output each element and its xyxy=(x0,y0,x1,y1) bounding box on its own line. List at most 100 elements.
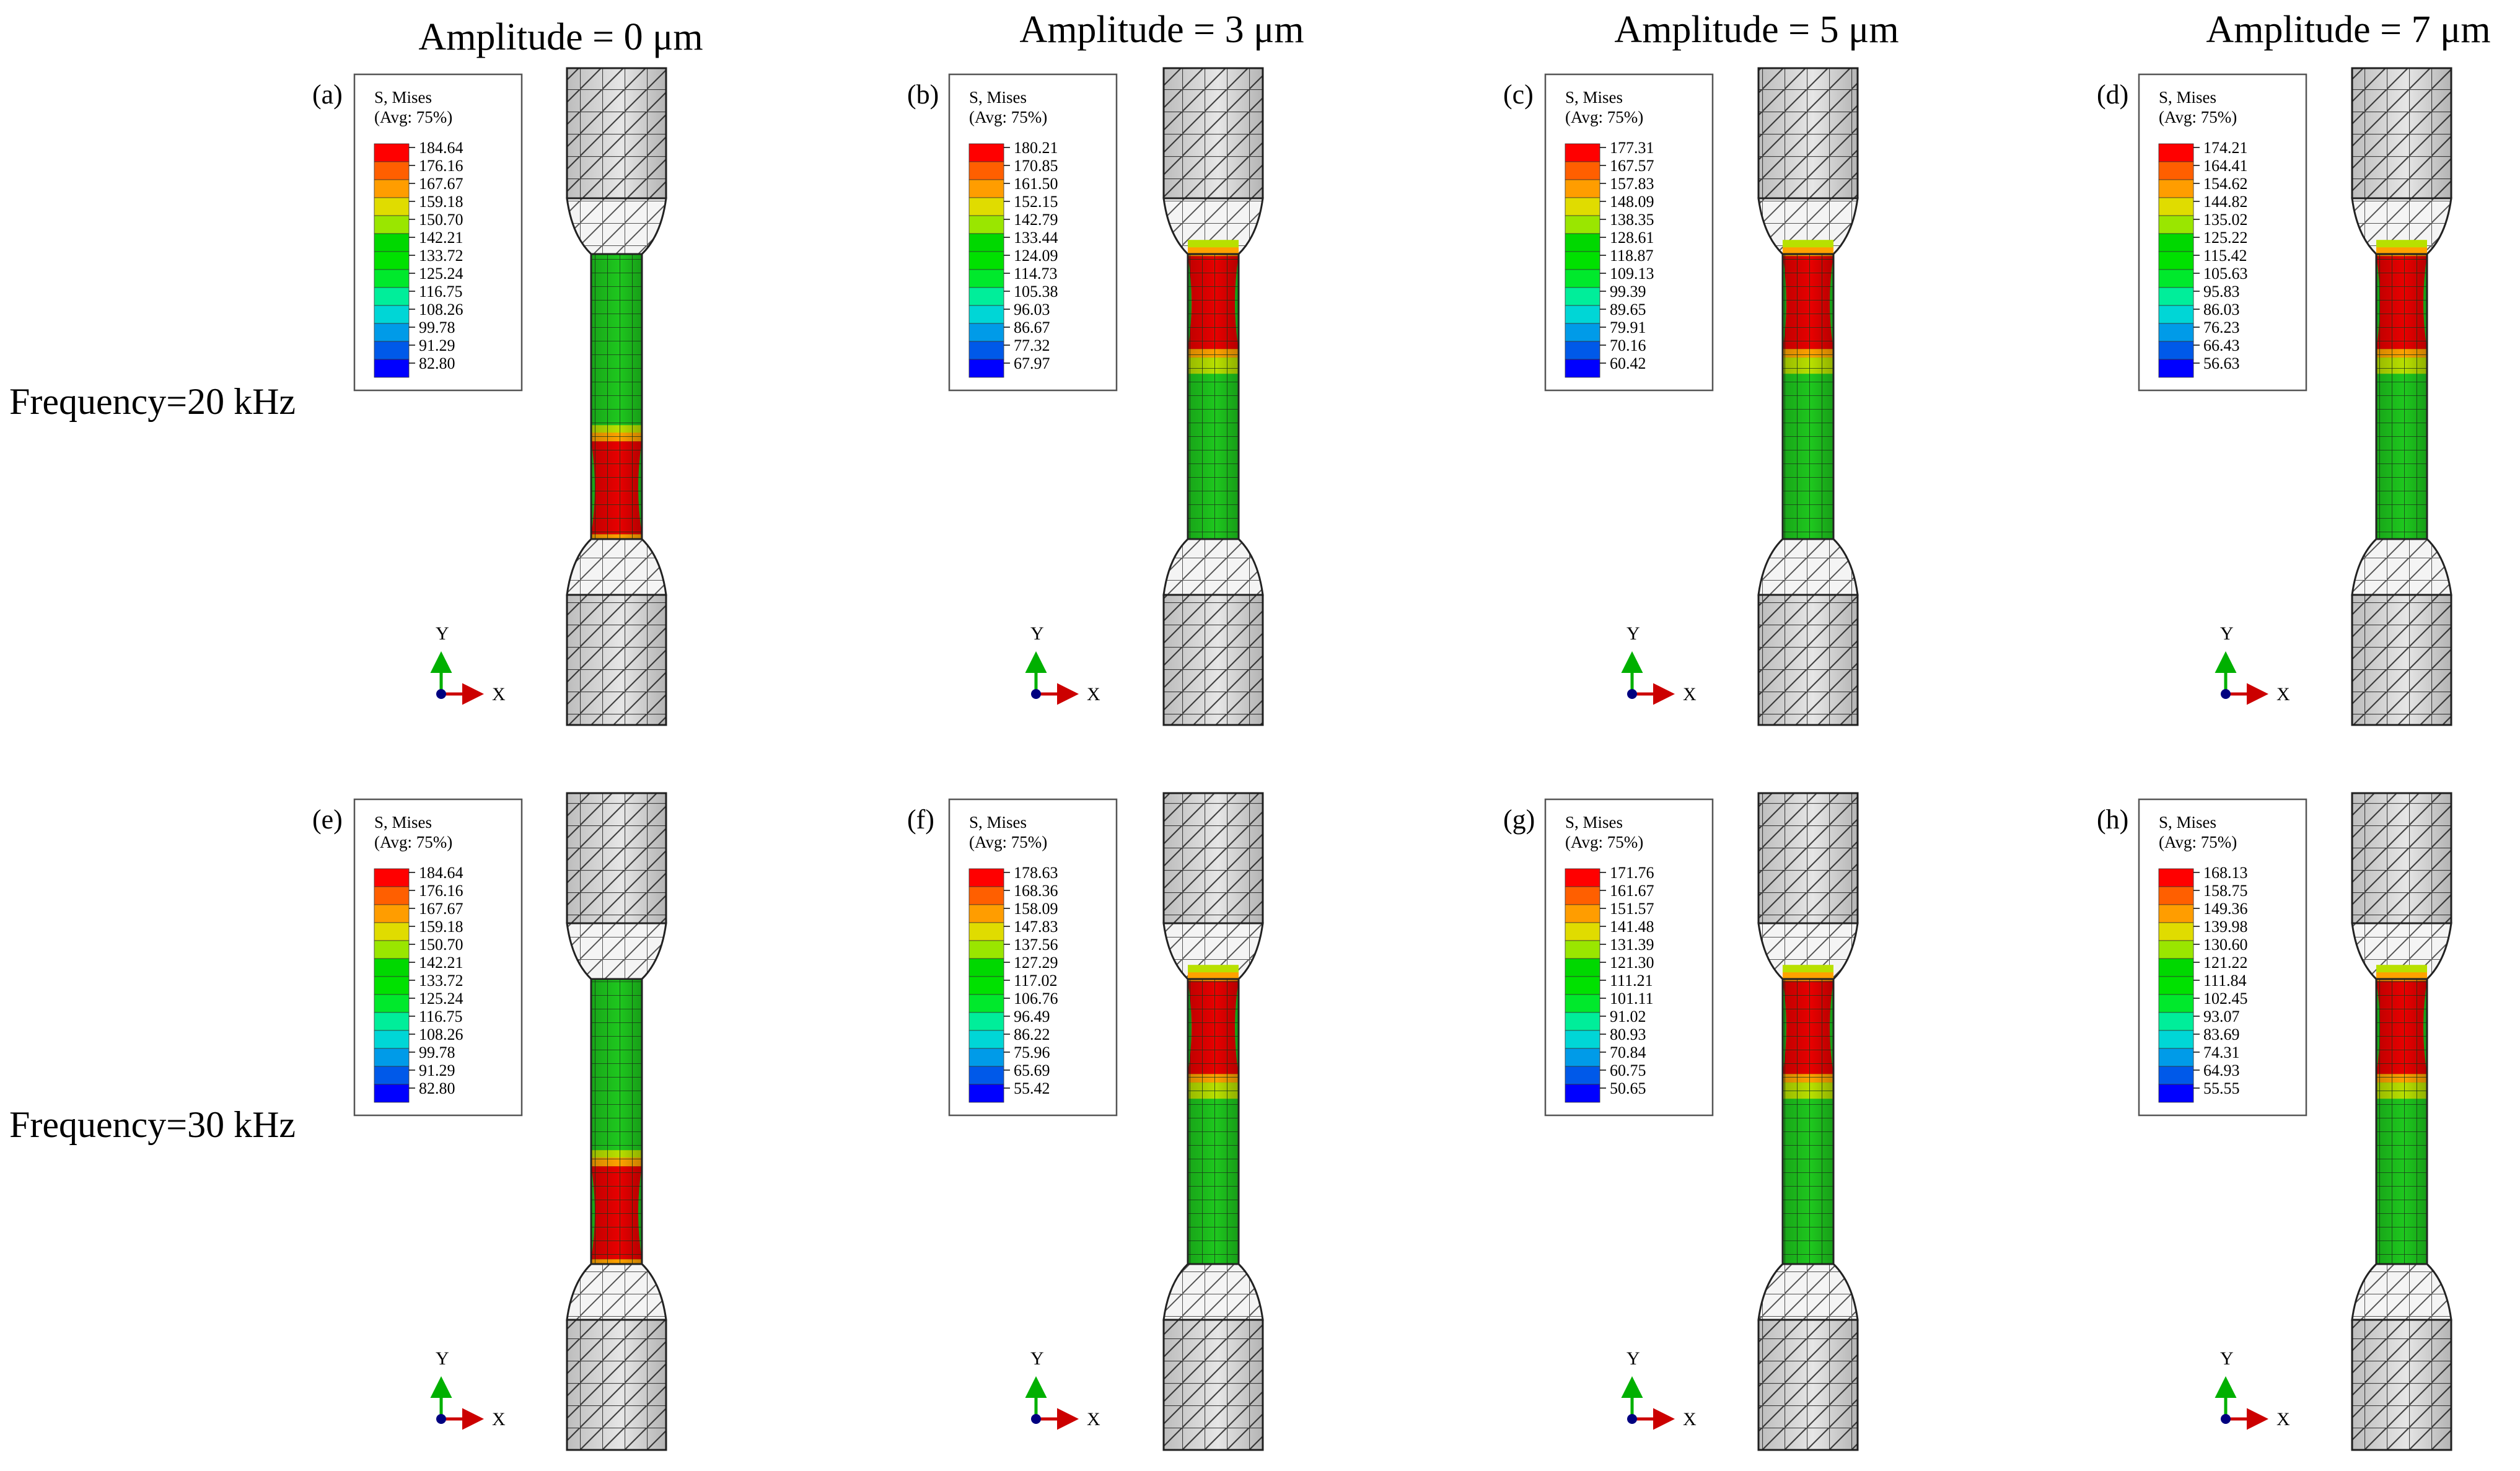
legend-swatch xyxy=(1565,359,1600,378)
legend-swatch xyxy=(968,922,1004,941)
legend-value: 80.93 xyxy=(1610,1025,1646,1043)
legend-value: 152.15 xyxy=(1014,193,1058,211)
specimen-gauge xyxy=(1781,240,1835,540)
legend-swatch xyxy=(2158,940,2194,959)
origin-dot xyxy=(1627,689,1637,699)
x-axis-label: X xyxy=(492,684,506,705)
legend-value: 99.78 xyxy=(419,318,455,336)
legend-value: 60.42 xyxy=(1610,354,1646,372)
legend-swatch xyxy=(1565,305,1600,324)
legend-value: 144.82 xyxy=(2203,193,2248,211)
legend-swatch xyxy=(374,251,410,270)
gauge-shading xyxy=(1783,979,1833,1264)
legend-value: 142.21 xyxy=(419,229,463,247)
legend-value: 158.75 xyxy=(2203,882,2248,900)
legend-value: 55.42 xyxy=(1014,1079,1050,1097)
legend-value: 117.02 xyxy=(1014,972,1058,990)
row-label-0: Frequency=20 kHz xyxy=(9,381,296,422)
legend-value: 82.80 xyxy=(419,1079,455,1097)
axis-triad: XY xyxy=(1025,1348,1100,1430)
legend-value: 150.70 xyxy=(419,211,463,229)
specimen-bottom-fillet xyxy=(1757,538,1859,596)
specimen-bottom-fillet xyxy=(2351,1263,2452,1321)
legend-value: 111.21 xyxy=(1610,972,1653,990)
legend-value: 131.39 xyxy=(1610,936,1654,954)
legend-swatch xyxy=(2158,1012,2194,1031)
gauge-shading xyxy=(1188,979,1239,1264)
legend-swatch xyxy=(1565,904,1600,923)
specimen-bottom-fillet xyxy=(1757,1263,1859,1321)
legend-value: 161.50 xyxy=(1014,175,1058,193)
panel-label: (b) xyxy=(907,79,939,110)
legend-swatch xyxy=(968,940,1004,959)
legend-value: 133.72 xyxy=(419,247,463,265)
legend-title-line: (Avg: 75%) xyxy=(374,833,452,851)
legend-value: 99.39 xyxy=(1610,283,1646,301)
legend-swatch xyxy=(374,904,410,923)
specimen-gauge xyxy=(1187,240,1240,540)
legend-value: 102.45 xyxy=(2203,990,2248,1008)
legend-value: 91.29 xyxy=(419,336,455,354)
legend-value: 124.09 xyxy=(1014,247,1058,265)
axis-triad: XY xyxy=(430,623,506,705)
x-axis-label: X xyxy=(1087,684,1100,705)
gauge-shading xyxy=(2376,979,2427,1264)
legend-swatch xyxy=(2158,323,2194,342)
legend-title-line: S, Mises xyxy=(1565,88,1623,107)
legend-swatch xyxy=(1565,143,1600,162)
legend-swatch xyxy=(968,251,1004,270)
column-title-0: Amplitude = 0 μm xyxy=(418,16,703,58)
axis-triad: XY xyxy=(1621,623,1697,705)
legend-swatch xyxy=(968,179,1004,198)
legend-swatch xyxy=(968,161,1004,180)
legend-swatch xyxy=(374,994,410,1013)
legend-swatch xyxy=(1565,341,1600,360)
panel-label: (d) xyxy=(2097,79,2128,110)
legend-swatch xyxy=(2158,215,2194,234)
legend-swatch xyxy=(374,1048,410,1067)
legend-value: 83.69 xyxy=(2203,1025,2240,1043)
axis-triad: XY xyxy=(2215,623,2290,705)
legend-title-line: (Avg: 75%) xyxy=(374,108,452,126)
specimen-shading xyxy=(1758,793,1858,923)
legend-swatch xyxy=(374,976,410,995)
legend-swatch xyxy=(374,886,410,905)
legend-value: 109.13 xyxy=(1610,265,1654,283)
legend-swatch xyxy=(2158,904,2194,923)
legend-swatch xyxy=(1565,868,1600,887)
legend-title-line: (Avg: 75%) xyxy=(2159,108,2237,126)
legend-value: 50.65 xyxy=(1610,1079,1646,1097)
legend-swatch xyxy=(968,143,1004,162)
specimen-shading xyxy=(567,793,666,923)
legend-swatch xyxy=(1565,1048,1600,1067)
y-axis-label: Y xyxy=(436,1348,449,1369)
legend-swatch xyxy=(374,161,410,180)
origin-dot xyxy=(2221,1414,2231,1424)
legend-value: 159.18 xyxy=(419,918,463,936)
legend-value: 66.43 xyxy=(2203,336,2240,354)
legend-value: 167.57 xyxy=(1610,157,1654,175)
origin-dot xyxy=(436,689,446,699)
legend-title-line: S, Mises xyxy=(2159,813,2216,832)
legend-value: 167.67 xyxy=(419,175,463,193)
legend-swatch xyxy=(374,197,410,216)
column-title-1: Amplitude = 3 μm xyxy=(1019,9,1304,51)
legend-value: 128.61 xyxy=(1610,229,1654,247)
y-axis-label: Y xyxy=(436,623,449,644)
legend-value: 149.36 xyxy=(2203,900,2248,918)
legend-value: 121.22 xyxy=(2203,954,2248,972)
legend-value: 154.62 xyxy=(2203,175,2248,193)
legend-swatch xyxy=(374,305,410,324)
legend-swatch xyxy=(2158,359,2194,378)
legend-value: 141.48 xyxy=(1610,918,1654,936)
specimen-shading xyxy=(1164,68,1263,198)
panel-b: (b)S, Mises(Avg: 75%)180.21170.85161.501… xyxy=(907,67,1264,726)
legend-value: 180.21 xyxy=(1014,139,1058,157)
legend-swatch xyxy=(1565,1030,1600,1049)
legend-value: 167.67 xyxy=(419,900,463,918)
legend-title-line: (Avg: 75%) xyxy=(1565,833,1643,851)
legend-value: 127.29 xyxy=(1014,954,1058,972)
legend-swatch xyxy=(2158,341,2194,360)
panel-a: (a)S, Mises(Avg: 75%)184.64176.16167.671… xyxy=(312,67,667,726)
legend-swatch xyxy=(2158,922,2194,941)
